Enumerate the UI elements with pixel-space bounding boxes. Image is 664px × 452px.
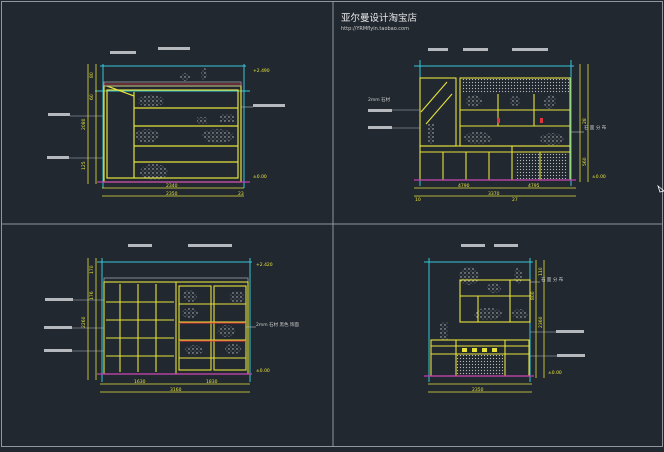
cursor-arrow-icon [657, 184, 664, 193]
accent-marks [462, 348, 497, 352]
dim-height: 2360 [538, 316, 544, 328]
dim-width-part: 4790 [458, 183, 470, 189]
shelf-decor [440, 267, 528, 340]
annotation-bars [47, 47, 285, 159]
dim-width-part: 4795 [528, 183, 540, 189]
shelf-decor [182, 290, 244, 355]
dim-part: 27 [512, 197, 518, 203]
elevation-tag: ±0.00 [548, 370, 562, 376]
leader-lines [529, 281, 557, 357]
dimension-lines [87, 64, 244, 197]
dim-part: 28 [582, 118, 588, 124]
shelf-decor [428, 95, 564, 145]
annotation-texts: 石 面 分 布 [541, 276, 564, 283]
dim-part: 170 [89, 265, 95, 274]
dim-part: 125 [81, 161, 87, 170]
watermark-url: http://YRMflyin.taobao.com [341, 26, 409, 32]
dimension-lines [414, 64, 589, 197]
accent-marks [179, 322, 246, 342]
elevation-tag: +2.420 [256, 262, 273, 268]
view-bottom-left: 1630 1830 3160 2260 170 176 +2.420 ±0.00… [44, 244, 299, 393]
annotation-texts: 2mm 石材 石 面 分 布 [368, 96, 607, 131]
leader-lines [392, 109, 584, 133]
dim-height: 2260 [81, 316, 87, 328]
dimension-texts: 2340 2350 23 2080 80 60 125 +2.490 ±0.00 [81, 68, 270, 197]
reference-lines [97, 258, 252, 382]
dim-overall: 3370 [488, 191, 500, 197]
annotation-texts: 2mm 石材 黑色 饰面 [256, 321, 299, 328]
dim-width-part: 2340 [166, 183, 178, 189]
dim-overall: 2350 [472, 387, 484, 393]
dim-part: 60 [89, 94, 95, 100]
dimension-texts: 4790 4795 3370 10 27 28 560 ±0.00 [415, 118, 606, 203]
dimension-texts: 1630 1830 3160 2260 170 176 +2.420 ±0.00 [81, 262, 273, 393]
dim-part: 110 [538, 267, 544, 276]
cabinet-outline [430, 279, 531, 377]
cabinet-outline [419, 77, 571, 181]
annotation-bars [461, 244, 585, 357]
view-top-right: 4790 4795 3370 10 27 28 560 ±0.00 2mm 石材… [368, 48, 607, 203]
elevation-tag: ±0.00 [256, 368, 270, 374]
material-label: 石 面 分 布 [541, 276, 564, 283]
dim-part: 560 [582, 157, 588, 166]
dimension-lines [428, 260, 545, 393]
dimension-texts: 2350 2360 110 800 ±0.00 [472, 267, 562, 393]
dim-height: 2080 [81, 118, 87, 130]
watermark: 亚尔曼设计淘宝店 http://YRMflyin.taobao.com [341, 12, 417, 32]
elevation-tag: +2.490 [253, 68, 270, 74]
dim-part: 800 [530, 291, 536, 300]
elevation-tag: ±0.00 [253, 174, 267, 180]
dim-part: 10 [415, 197, 421, 203]
dim-part: 80 [89, 72, 95, 78]
dim-width-part: 1630 [134, 379, 146, 385]
dim-side: 23 [238, 191, 244, 197]
watermark-title: 亚尔曼设计淘宝店 [341, 12, 417, 24]
dim-overall: 3160 [170, 387, 182, 393]
material-label: 2mm 石材 黑色 饰面 [256, 321, 299, 328]
dim-width-part: 1830 [206, 379, 218, 385]
view-bottom-right: 2350 2360 110 800 ±0.00 石 面 分 布 [424, 244, 585, 393]
leader-lines [69, 106, 253, 159]
dimension-lines [87, 258, 250, 393]
dim-overall: 2350 [166, 191, 178, 197]
shelf-decor [135, 68, 234, 180]
accent-marks [497, 118, 543, 123]
annotation-bars [368, 48, 548, 129]
elevation-tag: ±0.00 [592, 174, 606, 180]
annotation-bars [44, 244, 232, 352]
view-top-left: 2340 2350 23 2080 80 60 125 +2.490 ±0.00 [47, 47, 285, 197]
material-label: 2mm 石材 [368, 96, 391, 103]
material-label: 石 面 分 布 [584, 124, 607, 131]
dim-part: 176 [89, 291, 95, 300]
